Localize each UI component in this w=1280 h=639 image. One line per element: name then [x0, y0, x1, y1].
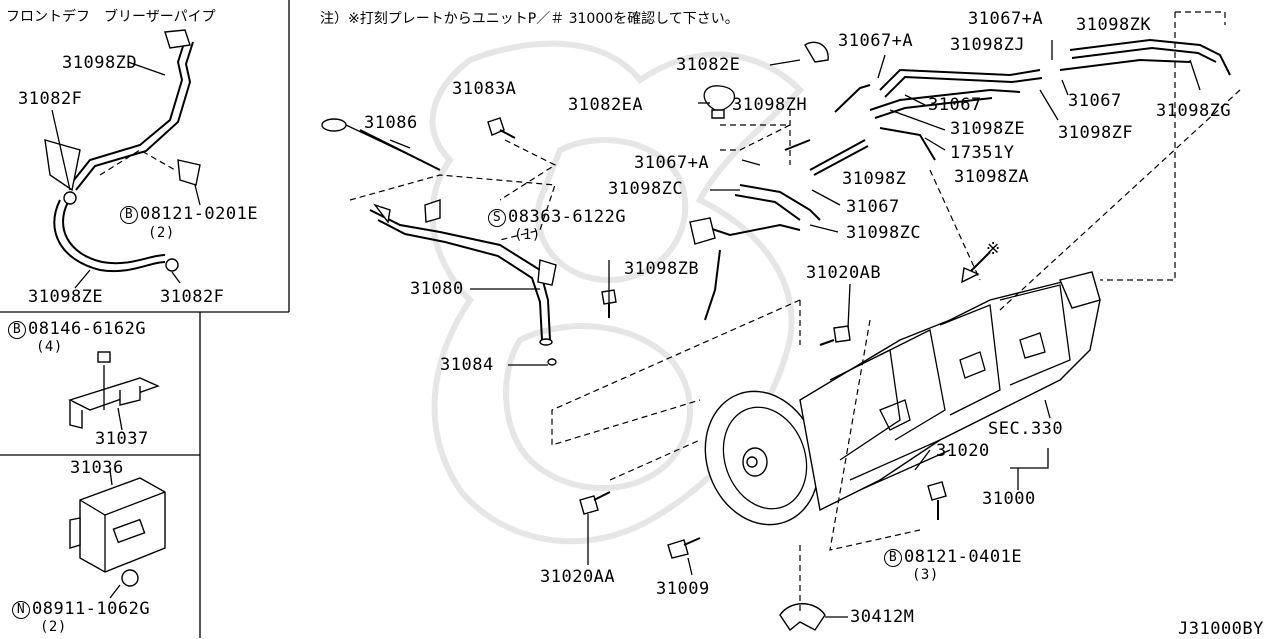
label-31082EA[interactable]: 31082EA: [568, 95, 644, 115]
inset-control-unit-drawing: [69, 469, 166, 599]
label-31098ZK[interactable]: 31098ZK: [1076, 15, 1152, 35]
qty-08121-0201E: (2): [148, 225, 175, 241]
qty-08121-0401E: (3): [912, 567, 939, 583]
label-31020AB[interactable]: 31020AB: [806, 263, 882, 283]
label-31098ZB[interactable]: 31098ZB: [624, 259, 700, 279]
label-31098ZG[interactable]: 31098ZG: [1156, 101, 1232, 121]
transmission-drawing: [704, 271, 1101, 526]
bolt-symbol: B: [120, 206, 138, 224]
label-31098ZC-1[interactable]: 31098ZC: [608, 179, 684, 199]
label-31080[interactable]: 31080: [410, 279, 464, 299]
label-31082F-top[interactable]: 31082F: [18, 89, 83, 109]
label-31067-2[interactable]: 31067: [1068, 91, 1122, 111]
note-text: 注）※打刻プレートからユニットP／＃ 31000を確認して下さい。: [320, 11, 739, 27]
label-31098ZE-inset[interactable]: 31098ZE: [28, 287, 104, 307]
label-31098ZF[interactable]: 31098ZF: [1058, 123, 1134, 143]
label-31067-3[interactable]: 31067: [846, 197, 900, 217]
label-31020[interactable]: 31020: [936, 441, 990, 461]
inset-bracket-drawing: [68, 351, 160, 431]
label-31067-A-3[interactable]: 31067+A: [634, 153, 710, 173]
nut-symbol: N: [12, 601, 30, 619]
diagram-code: J31000BY: [1178, 619, 1264, 639]
label-31098Z[interactable]: 31098Z: [842, 169, 907, 189]
inset-frames: [0, 0, 290, 638]
label-31067-A-2[interactable]: 31067+A: [838, 31, 914, 51]
label-31083A[interactable]: 31083A: [452, 79, 517, 99]
label-31082E[interactable]: 31082E: [676, 55, 741, 75]
screw-symbol: S: [488, 209, 506, 227]
qty-08911-1062G: (2): [40, 619, 67, 635]
label-31067-1[interactable]: 31067: [928, 95, 982, 115]
cooler-pipes-drawing: [689, 11, 1241, 321]
label-31098ZJ[interactable]: 31098ZJ: [950, 35, 1026, 55]
leader-lines: [470, 40, 1201, 618]
bolts-drawing: [487, 117, 947, 632]
label-31098ZA[interactable]: 31098ZA: [954, 167, 1030, 187]
label-31037[interactable]: 31037: [95, 429, 149, 449]
label-31000[interactable]: 31000: [982, 489, 1036, 509]
label-31009[interactable]: 31009: [656, 579, 710, 599]
label-31067-A-1[interactable]: 31067+A: [968, 9, 1044, 29]
reference-mark: ※: [986, 239, 1001, 259]
filler-tube-drawing: [349, 174, 557, 366]
qty-08363-6122G: (1): [514, 227, 541, 243]
label-31098ZE[interactable]: 31098ZE: [950, 119, 1026, 139]
label-17351Y[interactable]: 17351Y: [950, 143, 1015, 163]
label-31098ZD[interactable]: 31098ZD: [62, 53, 138, 73]
inset-header: フロントデフ ブリーザーパイプ: [6, 9, 216, 25]
label-30412M[interactable]: 30412M: [850, 607, 915, 627]
label-31036[interactable]: 31036: [70, 458, 124, 478]
inset-breather-pipe-drawing: [44, 29, 201, 289]
bolt-symbol: B: [884, 549, 902, 567]
label-sec-330[interactable]: SEC.330: [988, 419, 1064, 439]
label-31082F-bottom[interactable]: 31082F: [160, 287, 225, 307]
dipstick-drawing: [321, 118, 441, 171]
label-31020AA[interactable]: 31020AA: [540, 567, 616, 587]
label-31098ZC-2[interactable]: 31098ZC: [846, 223, 922, 243]
bolt-symbol: B: [8, 321, 26, 339]
label-31086[interactable]: 31086: [364, 113, 418, 133]
label-31098ZH[interactable]: 31098ZH: [732, 95, 808, 115]
label-31084[interactable]: 31084: [440, 355, 494, 375]
qty-08146-6162G: (4): [36, 339, 63, 355]
reference-lines: [551, 251, 1051, 612]
